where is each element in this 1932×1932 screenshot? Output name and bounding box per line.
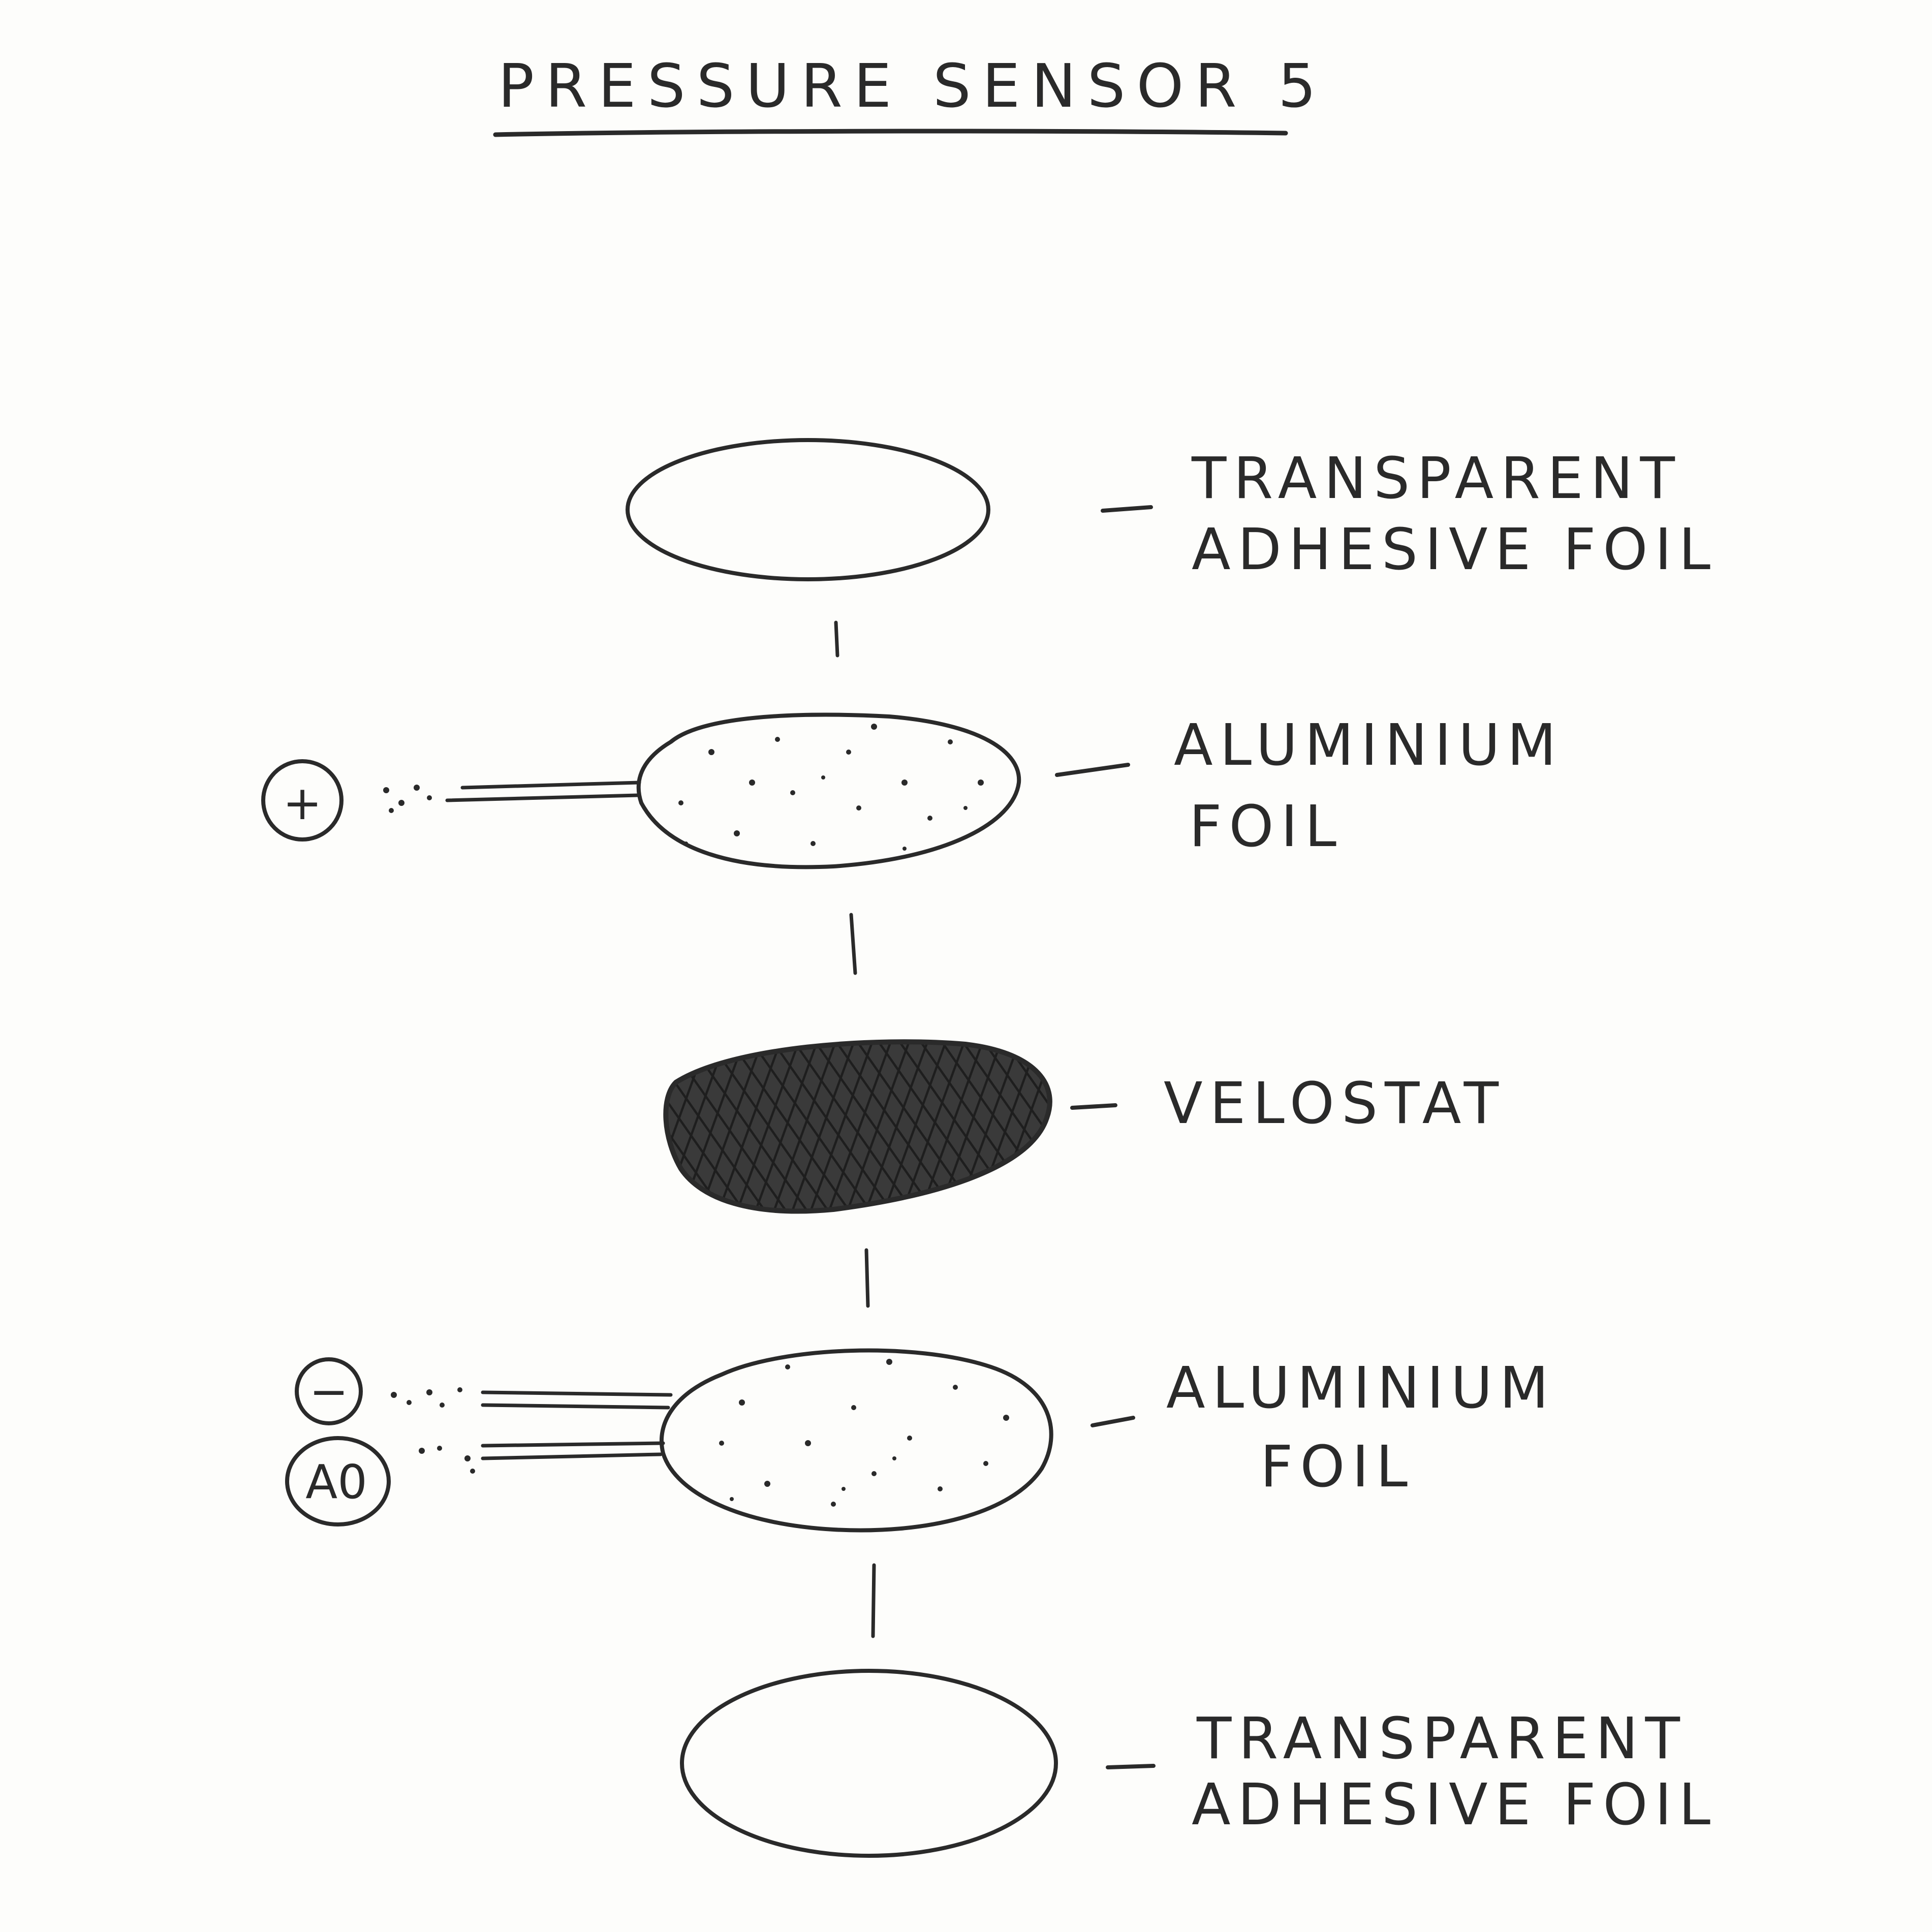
title-underline: [493, 129, 1288, 137]
layer-top-aluminium: + ALUMINIUM FOIL: [261, 712, 1564, 869]
top-aluminium-label-line2: FOIL: [1189, 794, 1344, 860]
top-adhesive-ellipse: [626, 438, 990, 581]
minus-terminal-circle: [295, 1357, 363, 1425]
layer-top-adhesive: TRANSPARENT ADHESIVE FOIL: [626, 438, 1718, 583]
bottom-adhesive-leader: [1106, 1764, 1156, 1769]
layer-velostat: VELOSTAT: [663, 1039, 1506, 1214]
bottom-adhesive-label-line2: ADHESIVE FOIL: [1192, 1772, 1718, 1838]
top-aluminium-label-line1: ALUMINIUM: [1174, 712, 1564, 778]
plus-wire-a: [460, 781, 641, 790]
analog-wire-b: [481, 1452, 663, 1460]
analog-terminal-circle: [285, 1436, 391, 1526]
velostat-ellipse: [663, 1039, 1052, 1214]
minus-wire-a: [481, 1390, 673, 1397]
top-aluminium-ellipse: [636, 712, 1021, 869]
minus-wire-b: [481, 1403, 670, 1410]
minus-terminal-label: −: [309, 1364, 348, 1419]
bottom-aluminium-stipple: [719, 1359, 1009, 1507]
bottom-aluminium-label-line1: ALUMINIUM: [1166, 1355, 1556, 1421]
analog-wire-dots: [419, 1446, 475, 1474]
bottom-aluminium-label-line2: FOIL: [1260, 1434, 1415, 1500]
top-adhesive-label-line1: TRANSPARENT: [1191, 446, 1682, 512]
bottom-aluminium-leader: [1090, 1416, 1135, 1427]
velostat-leader: [1070, 1103, 1117, 1110]
top-adhesive-leader: [1101, 505, 1153, 513]
plus-terminal-circle: [261, 759, 344, 842]
stack-connector-4: [871, 1563, 876, 1638]
minus-wire-dots: [391, 1387, 462, 1408]
plus-wire-b: [445, 793, 640, 802]
plus-terminal-label: +: [283, 776, 322, 830]
layer-bottom-adhesive: TRANSPARENT ADHESIVE FOIL: [680, 1669, 1718, 1858]
stack-connector-2: [849, 913, 857, 975]
top-adhesive-label-line2: ADHESIVE FOIL: [1192, 517, 1718, 583]
bottom-aluminium-ellipse: [659, 1348, 1053, 1533]
bottom-adhesive-ellipse: [680, 1669, 1058, 1858]
analog-wire-a: [481, 1441, 665, 1448]
top-aluminium-stipple: [678, 724, 984, 851]
plus-wire-dots: [383, 785, 432, 813]
layer-bottom-aluminium: − A0 ALUMINIUM FOIL: [285, 1348, 1556, 1533]
stack-connector-1: [834, 620, 839, 658]
page-title: PRESSURE SENSOR 5: [498, 51, 1327, 121]
stack-connector-3: [864, 1248, 870, 1308]
bottom-adhesive-label-line1: TRANSPARENT: [1196, 1706, 1687, 1772]
analog-terminal-label: A0: [305, 1455, 367, 1509]
velostat-label: VELOSTAT: [1164, 1071, 1506, 1137]
top-aluminium-leader: [1055, 763, 1130, 777]
